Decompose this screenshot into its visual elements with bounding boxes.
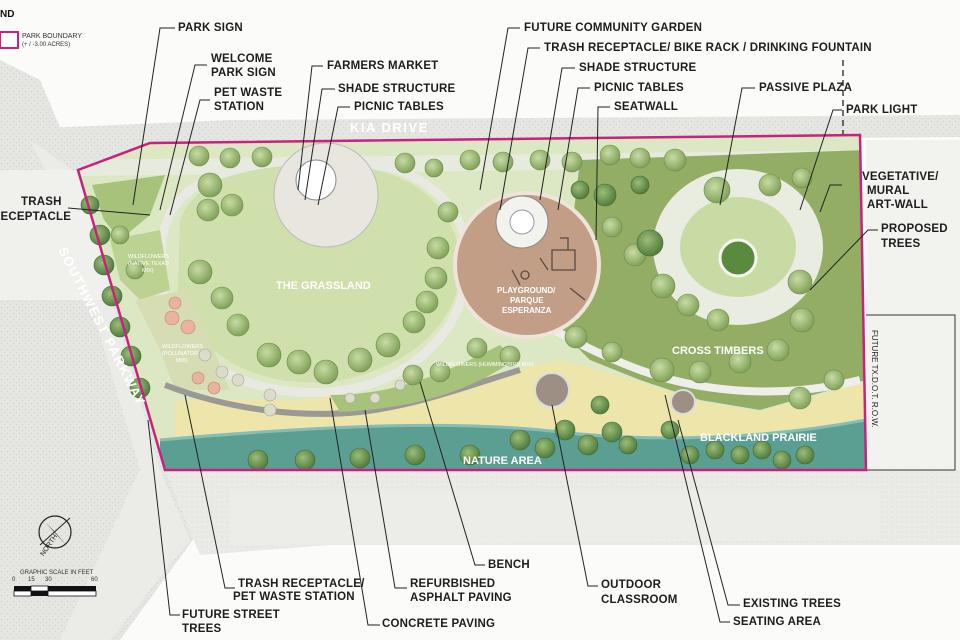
- wildflowers-native-1: WILDFLOWERS: [128, 254, 169, 260]
- callout-art-wall-1: VEGETATIVE/: [862, 171, 939, 183]
- callout-asphalt-2: ASPHALT PAVING: [410, 592, 512, 604]
- legend-boundary-sublabel: (+ / -3.00 ACRES): [22, 42, 71, 48]
- callout-trash-pet-1: TRASH RECEPTACLE/: [238, 578, 365, 590]
- graphic-scale: [13, 585, 97, 597]
- farmers-market-shade: [295, 159, 337, 201]
- outdoor-classroom: [534, 372, 570, 408]
- scale-tick-60: 60: [91, 577, 98, 583]
- callout-art-wall-3: ART-WALL: [867, 199, 929, 211]
- legend-title: ND: [0, 9, 15, 20]
- lower-lot: [230, 490, 880, 545]
- seating-area: [670, 389, 696, 415]
- callout-asphalt-1: REFURBISHED: [410, 578, 496, 590]
- callout-trash-2: RECEPTACLE: [0, 211, 72, 223]
- callout-proposed-trees-1: PROPOSED: [881, 223, 948, 235]
- tree-canopy: [80, 144, 845, 471]
- park-boundary: [76, 133, 868, 472]
- playground-plaza: [455, 193, 599, 337]
- southwest-parkway-lanes: [30, 140, 190, 640]
- cross-timbers-label: CROSS TIMBERS: [672, 345, 764, 357]
- playground-label-3: ESPERANZA: [502, 306, 552, 315]
- wildflowers-pollinator-2: (POLLINATOR: [162, 351, 198, 357]
- legend-boundary-label: PARK BOUNDARY: [22, 33, 83, 40]
- wildflower-bed-west: [92, 175, 165, 240]
- scale-title: GRAPHIC SCALE IN FEET: [20, 570, 94, 576]
- callout-outdoor-classroom-2: CLASSROOM: [601, 594, 678, 606]
- west-verge: [0, 170, 120, 300]
- playground-label-1: PLAYGROUND/: [497, 286, 556, 295]
- scale-tick-0: 0: [12, 577, 16, 583]
- scale-tick-30: 30: [45, 577, 52, 583]
- callout-community-garden: FUTURE COMMUNITY GARDEN: [524, 22, 703, 34]
- playground-plaza-edge: [453, 191, 601, 339]
- east-lot: [866, 140, 960, 470]
- callout-seatwall: SEATWALL: [614, 101, 678, 113]
- passive-plaza-center: [718, 238, 758, 278]
- row-line: [866, 314, 956, 471]
- nature-area-edge: [159, 418, 866, 442]
- wildflower-bed-pollinator: [135, 290, 230, 390]
- scale-tick-15: 15: [28, 577, 35, 583]
- wildflowers-native-2: (NATIVE TEXAS: [128, 261, 169, 267]
- nature-area-label: NATURE AREA: [463, 455, 542, 467]
- callout-farmers-market: FARMERS MARKET: [327, 60, 439, 72]
- callout-art-wall-2: MURAL: [867, 185, 910, 197]
- callout-park-sign: PARK SIGN: [178, 22, 243, 34]
- legend-boundary-swatch: [0, 31, 19, 49]
- callout-street-trees-2: TREES: [182, 623, 222, 635]
- wildflowers-native-3: MIX): [142, 268, 154, 274]
- wildflowers-pollinator-1: WILDFLOWERS: [162, 344, 203, 350]
- kia-drive-label: KIA DRIVE: [350, 120, 429, 135]
- callout-seating-area: SEATING AREA: [733, 616, 822, 628]
- kia-drive-road: [0, 115, 960, 170]
- callout-picnic-tables-right: PICNIC TABLES: [594, 82, 684, 94]
- callout-welcome-sign-1: WELCOME: [211, 53, 273, 65]
- legend-boundary-text: PARK BOUNDARY (+ / -3.00 ACRES): [22, 33, 82, 49]
- callout-trash-bike-fountain: TRASH RECEPTACLE/ BIKE RACK / DRINKING F…: [544, 42, 872, 54]
- callout-street-trees-1: FUTURE STREET: [182, 609, 280, 621]
- callout-park-light: PARK LIGHT: [846, 104, 918, 116]
- playground-equipment: [511, 237, 586, 301]
- callout-leaders: [67, 27, 878, 626]
- callout-concrete-paving: CONCRETE PAVING: [382, 618, 496, 630]
- callout-trash-1: TRASH: [21, 196, 62, 208]
- callout-shade-structure-right: SHADE STRUCTURE: [579, 62, 697, 74]
- future-row-label: FUTURE TX.D.O.T. R.O.W.: [870, 330, 879, 428]
- callout-picnic-tables-left: PICNIC TABLES: [354, 101, 444, 113]
- blackland-prairie-label: BLACKLAND PRAIRIE: [700, 432, 817, 444]
- callout-outdoor-classroom-1: OUTDOOR: [601, 579, 662, 591]
- callout-welcome-sign-2: PARK SIGN: [211, 67, 276, 79]
- playground-label-2: PARQUE: [510, 296, 544, 305]
- callout-passive-plaza: PASSIVE PLAZA: [759, 82, 853, 94]
- callout-trash-pet-2: PET WASTE STATION: [233, 591, 355, 603]
- plaza-shade-center: [509, 209, 535, 235]
- callout-existing-trees: EXISTING TREES: [743, 598, 842, 610]
- callout-pet-waste-1: PET WASTE: [214, 87, 283, 99]
- callout-shade-structure-left: SHADE STRUCTURE: [338, 83, 456, 95]
- callout-pet-waste-2: STATION: [214, 101, 265, 113]
- wildflowers-hummingbird: WILDFLOWERS (HUMMINGBIRD MIX): [436, 362, 534, 368]
- grassland-label: THE GRASSLAND: [276, 280, 371, 292]
- callout-proposed-trees-2: TREES: [881, 238, 921, 250]
- asphalt-path: [163, 367, 521, 417]
- callout-bench: BENCH: [488, 559, 530, 571]
- north-arrow: [38, 515, 72, 549]
- wildflowers-pollinator-3: MIX): [176, 358, 188, 364]
